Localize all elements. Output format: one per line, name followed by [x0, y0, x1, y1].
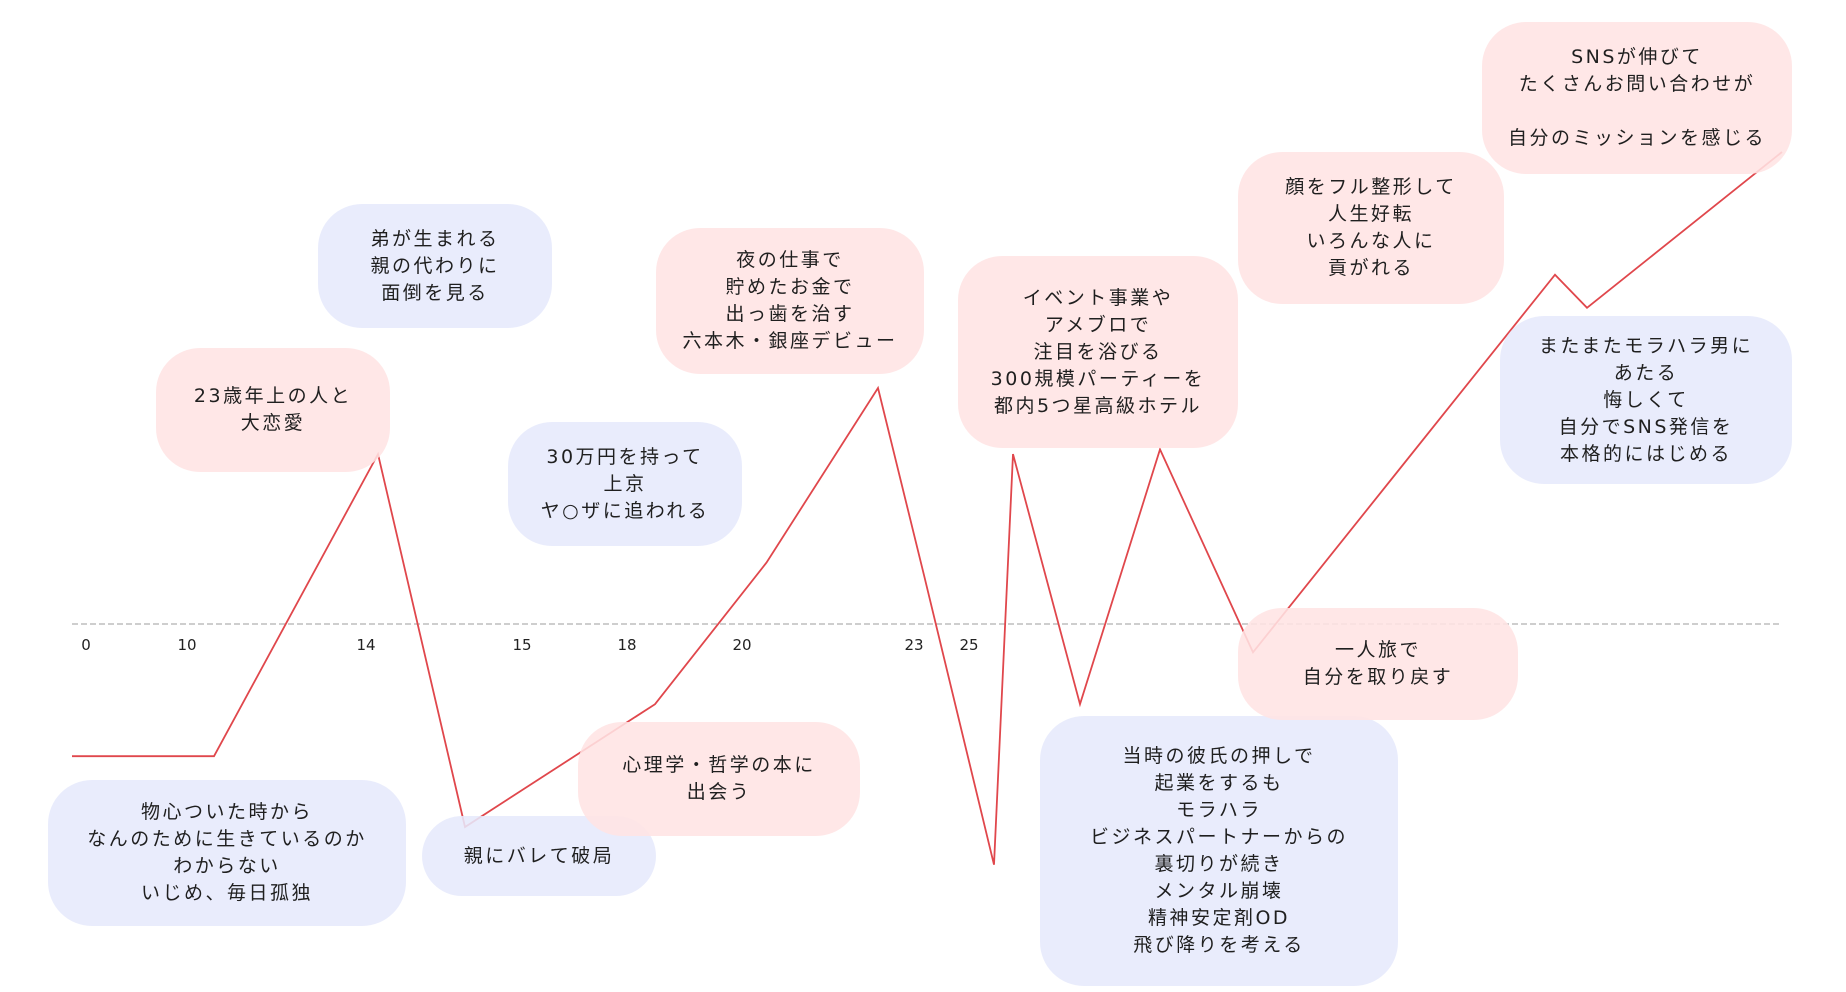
x-tick-label: 20 [732, 636, 751, 654]
event-text: イベント事業や アメブロで 注目を浴びる 300規模パーティーを 都内5つ星高級… [990, 286, 1206, 417]
event-text: 顔をフル整形して 人生好転 いろんな人に 貢がれる [1285, 176, 1457, 279]
event-text: 物心ついた時から なんのために生きているのか わからない いじめ、毎日孤独 [87, 801, 367, 904]
event-bubble-night-work: 夜の仕事で 貯めたお金で 出っ歯を治す 六本木・銀座デビュー [656, 228, 924, 374]
life-curve-line [72, 151, 1783, 865]
x-tick-label: 10 [177, 636, 196, 654]
event-bubble-business: 当時の彼氏の押しで 起業をするも モラハラ ビジネスパートナーからの 裏切りが続… [1040, 716, 1398, 986]
x-tick-label: 0 [81, 636, 91, 654]
event-bubble-romance: 23歳年上の人と 大恋愛 [156, 348, 390, 472]
x-tick-label: 15 [512, 636, 531, 654]
event-bubble-sns-start: またまたモラハラ男に あたる 悔しくて 自分でSNS発信を 本格的にはじめる [1500, 316, 1792, 484]
x-tick-label: 14 [356, 636, 375, 654]
event-text: 23歳年上の人と 大恋愛 [193, 385, 353, 434]
event-text: 心理学・哲学の本に 出会う [622, 754, 816, 803]
x-tick-label: 23 [904, 636, 923, 654]
event-bubble-events: イベント事業や アメブロで 注目を浴びる 300規模パーティーを 都内5つ星高級… [958, 256, 1238, 448]
event-bubble-travel: 一人旅で 自分を取り戻す [1238, 608, 1518, 720]
event-text: 一人旅で 自分を取り戻す [1302, 639, 1454, 688]
event-text: またまたモラハラ男に あたる 悔しくて 自分でSNS発信を 本格的にはじめる [1538, 334, 1754, 465]
x-axis-ticks: 0 10 14 15 18 20 23 25 [81, 636, 978, 654]
event-text: 夜の仕事で 貯めたお金で 出っ歯を治す 六本木・銀座デビュー [682, 249, 898, 352]
event-bubble-tokyo: 30万円を持って 上京 ヤ○ザに追われる [508, 422, 742, 546]
event-bubble-mission: SNSが伸びて たくさんお問い合わせが 自分のミッションを感じる [1482, 22, 1792, 174]
event-text: SNSが伸びて たくさんお問い合わせが 自分のミッションを感じる [1507, 46, 1766, 149]
event-text: 当時の彼氏の押しで 起業をするも モラハラ ビジネスパートナーからの 裏切りが続… [1089, 745, 1348, 956]
x-tick-label: 18 [617, 636, 636, 654]
event-bubble-childhood: 物心ついた時から なんのために生きているのか わからない いじめ、毎日孤独 [48, 780, 406, 926]
x-tick-label: 25 [959, 636, 978, 654]
event-text: 30万円を持って 上京 ヤ○ザに追われる [540, 445, 710, 522]
event-bubble-brother: 弟が生まれる 親の代わりに 面倒を見る [318, 204, 552, 328]
event-bubble-surgery: 顔をフル整形して 人生好転 いろんな人に 貢がれる [1238, 152, 1504, 304]
event-text: 親にバレて破局 [463, 844, 615, 867]
event-text: 弟が生まれる 親の代わりに 面倒を見る [370, 227, 500, 304]
event-bubble-books: 心理学・哲学の本に 出会う [578, 722, 860, 836]
